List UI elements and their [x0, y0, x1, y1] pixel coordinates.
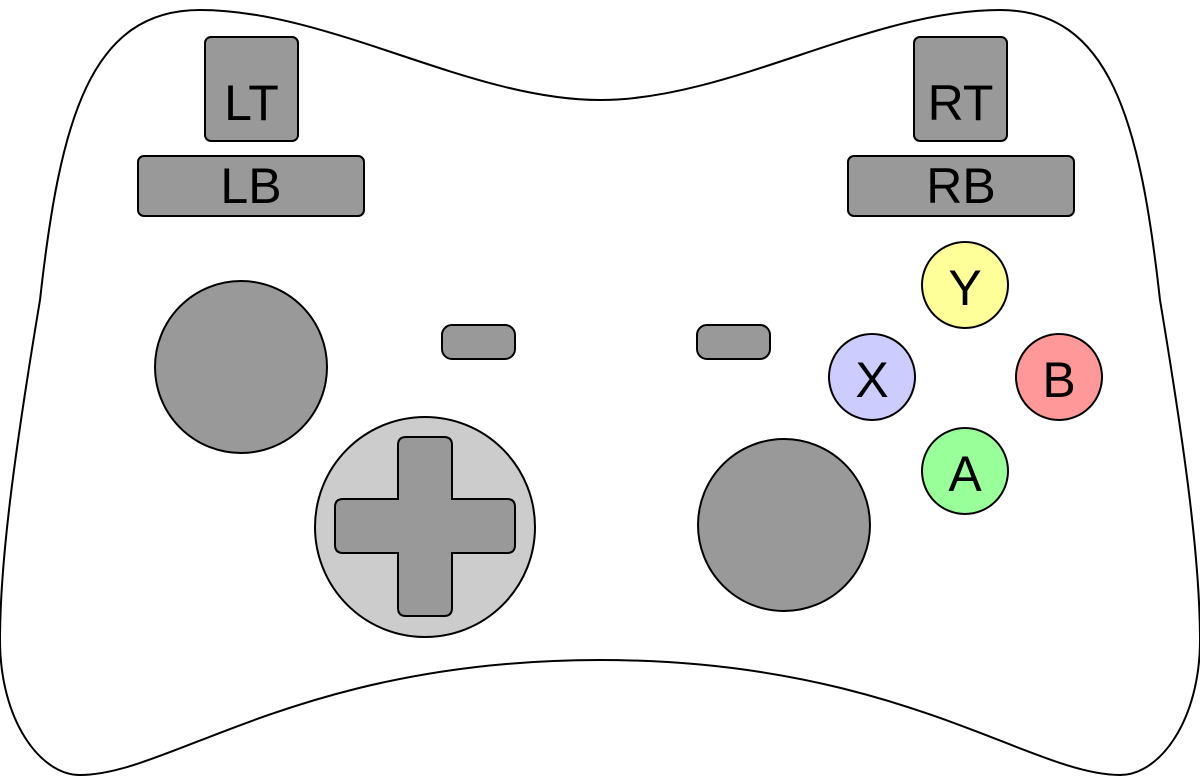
b-button[interactable]: B [1016, 334, 1102, 420]
right-analog-stick[interactable] [698, 439, 870, 611]
start-button[interactable] [697, 325, 770, 359]
right-bumper-label: RB [926, 158, 995, 214]
b-button-label: B [1042, 352, 1075, 408]
right-trigger-label: RT [928, 75, 994, 131]
y-button-label: Y [948, 260, 981, 316]
a-button[interactable]: A [922, 428, 1008, 514]
x-button[interactable]: X [829, 334, 915, 420]
left-bumper[interactable]: LB [138, 156, 364, 216]
x-button-label: X [855, 352, 888, 408]
left-analog-stick[interactable] [155, 281, 327, 453]
left-bumper-label: LB [220, 158, 281, 214]
right-trigger[interactable]: RT [914, 37, 1007, 141]
left-trigger-label: LT [224, 75, 279, 131]
dpad[interactable] [315, 417, 535, 637]
back-button[interactable] [442, 325, 515, 359]
right-bumper[interactable]: RB [848, 156, 1074, 216]
a-button-label: A [948, 446, 982, 502]
y-button[interactable]: Y [922, 242, 1008, 328]
left-trigger[interactable]: LT [205, 37, 298, 141]
